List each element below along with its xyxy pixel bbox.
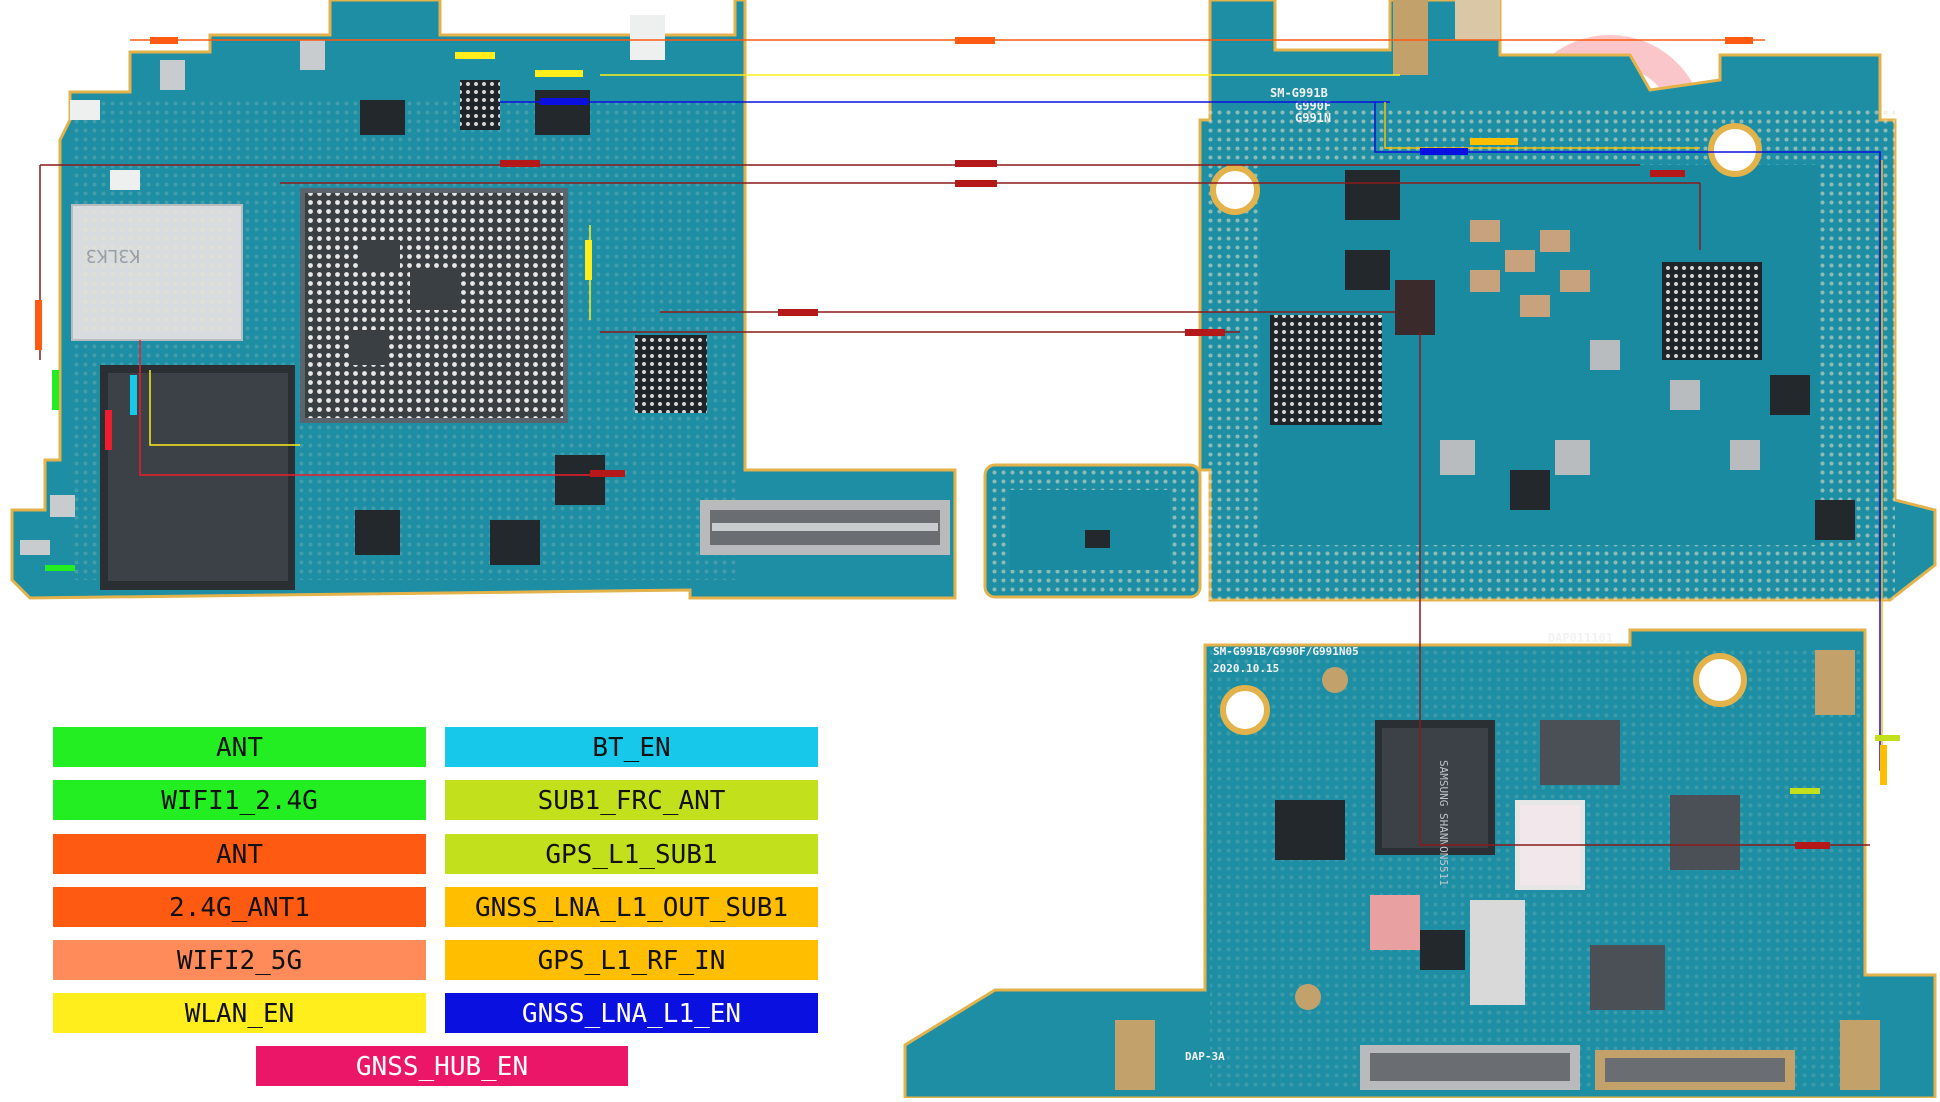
legend-label: GPS_L1_RF_IN <box>538 946 726 976</box>
board-model-top: SM-G991B <box>1270 86 1328 100</box>
board-top-right <box>1198 0 1937 602</box>
trace-tags <box>35 37 1900 849</box>
legend: ANT BT_EN WIFI1_2.4G SUB1_FRC_ANT ANT GPS_L1_… <box>53 727 818 1086</box>
legend-swatch <box>53 940 426 980</box>
legend-label: SUB1_FRC_ANT <box>538 786 726 816</box>
legend-swatch <box>445 780 818 820</box>
legend-label: GNSS_LNA_L1_EN <box>522 999 741 1029</box>
legend-swatch <box>445 993 818 1033</box>
legend-label: WIFI1_2.4G <box>161 786 318 816</box>
legend-swatch <box>445 727 818 767</box>
legend-label: GNSS_HUB_EN <box>356 1052 528 1082</box>
board-top-left <box>10 0 957 600</box>
legend-swatch <box>53 834 426 874</box>
legend-swatch <box>445 834 818 874</box>
chip-modem-label: SAMSUNG SHANNON5511 <box>1437 760 1450 886</box>
legend-label: 2.4G_ANT1 <box>169 893 310 923</box>
legend-swatch <box>445 940 818 980</box>
legend-label: WLAN_EN <box>185 999 295 1029</box>
legend-label: GPS_L1_SUB1 <box>545 840 717 870</box>
legend-swatch <box>53 993 426 1033</box>
legend-label: GNSS_LNA_L1_OUT_SUB1 <box>475 893 788 923</box>
board-date: 2020.10.15 <box>1213 662 1279 675</box>
board-small-center <box>983 463 1202 599</box>
legend-label: WIFI2_5G <box>177 946 302 976</box>
legend-label: BT_EN <box>592 733 670 763</box>
legend-swatch <box>53 727 426 767</box>
chip-memory-label: K3LK3 <box>86 245 140 266</box>
board-bottom-right <box>903 628 1937 1100</box>
board-model-bottom: SM-G991B/G990F/G991N05 <box>1213 645 1359 658</box>
legend-swatch <box>445 887 818 927</box>
legend-swatch <box>53 887 426 927</box>
board-model-top-3: G991N <box>1295 111 1331 125</box>
board-dap-small: DAP-3A <box>1185 1050 1225 1063</box>
legend-label: ANT <box>216 840 263 870</box>
legend-label: ANT <box>216 733 263 763</box>
board-dap-code: DAP011101 <box>1548 631 1613 645</box>
legend-swatch <box>53 780 426 820</box>
legend-swatch <box>256 1046 628 1086</box>
